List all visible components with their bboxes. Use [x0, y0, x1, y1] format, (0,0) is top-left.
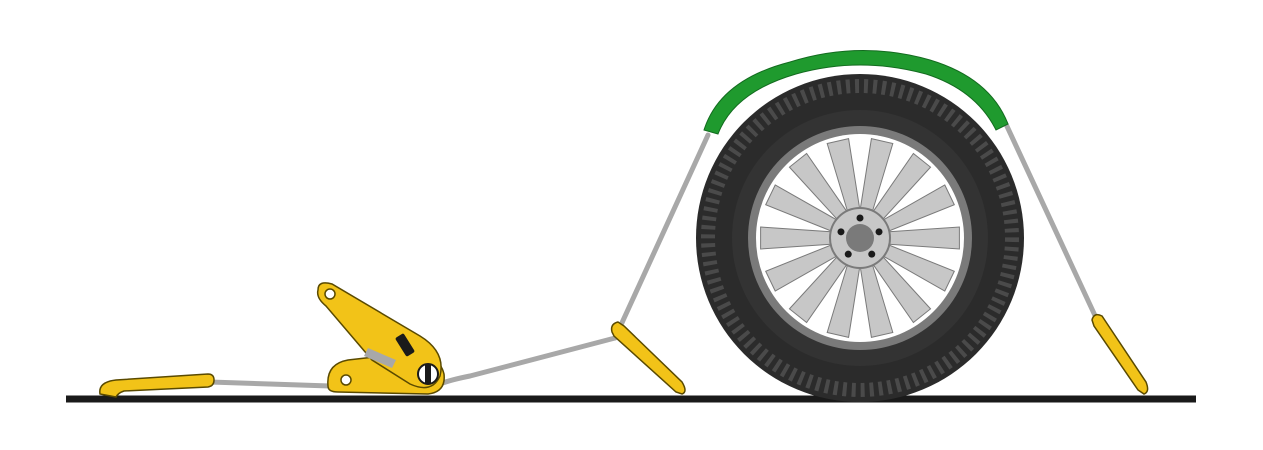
- lug-nut-icon: [844, 250, 852, 258]
- lug-nut-icon: [875, 228, 883, 236]
- wheel: [696, 74, 1024, 402]
- tire-tread-ring: [701, 79, 1019, 397]
- rim-spokes: [760, 138, 960, 338]
- chock-icon: [1091, 313, 1149, 395]
- strap-segment-ratchet-to-chock: [437, 335, 618, 387]
- lug-nut-icon: [856, 214, 864, 222]
- strap-segment-front-chock-to-net: [612, 132, 711, 341]
- strap-segment-net-to-rear-chock: [1002, 119, 1101, 325]
- ratchet-pawl-icon: [364, 348, 396, 368]
- spool-slot: [425, 364, 431, 384]
- lug-nut-icon: [868, 250, 876, 258]
- strap-segment-hook-to-ratchet: [207, 379, 333, 389]
- end-hook: [99, 373, 215, 398]
- flat-hook-icon: [99, 373, 215, 398]
- front-chock: [610, 321, 686, 395]
- lug-nut-icon: [837, 228, 845, 236]
- rim-hub-cap: [846, 224, 874, 252]
- release-slot: [395, 333, 415, 357]
- ratchet: [316, 282, 445, 395]
- handle-pin-icon: [324, 288, 336, 300]
- rear-chock: [1091, 313, 1149, 395]
- ratchet-handle: [316, 282, 442, 389]
- wheel-net: [703, 49, 1009, 135]
- chock-icon: [610, 321, 686, 395]
- wheel-net-icon: [703, 49, 1009, 135]
- lug-nuts: [837, 214, 883, 258]
- base-pin-icon: [340, 374, 352, 386]
